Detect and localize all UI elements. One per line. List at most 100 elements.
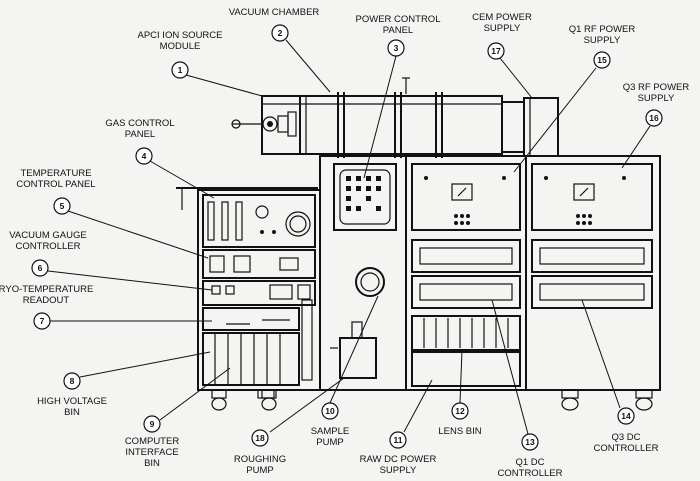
leader-line [491,299,529,435]
callout-label-line: SUPPLY [380,465,417,476]
callout-label-line: MODULE [160,41,201,52]
leader-lines [47,39,651,435]
callout-label-line: SUPPLY [584,35,621,46]
callout-number: 14 [621,411,631,421]
callout-number: 5 [60,201,65,211]
callout-bubble [171,61,189,79]
callout-label-line: PANEL [383,25,413,36]
leader-line [269,377,345,433]
main-cabinet-drawing [257,155,661,411]
callout-14: 14 Q3 DC CONTROLLER [594,407,659,454]
callout-13: 13 Q1 DC CONTROLLER [498,433,563,479]
callout-18: 18 ROUGHING PUMP [234,429,286,476]
callout-bubble [487,42,505,60]
callout-label-line: CONTROLLER [16,241,81,252]
callout-12: 12 LENS BIN [438,402,482,437]
callout-label-line: READOUT [23,295,70,306]
callout-17: 17 CEM POWER SUPPLY [472,12,532,60]
leader-line [185,74,263,97]
callout-bubble [451,402,469,420]
callout-bubble [387,39,405,57]
callout-4: 4 GAS CONTROL PANEL [105,118,175,165]
callout-7: 7 RYO-TEMPERATURE READOUT [0,284,93,330]
callout-9: 9 COMPUTER INTERFACE BIN [125,415,180,469]
vacuum-chamber-drawing [231,77,559,158]
leader-line [47,270,213,291]
callout-number: 16 [649,113,659,123]
callout-label-line: PUMP [246,465,273,476]
callout-16: 16 Q3 RF POWER SUPPLY [623,82,690,127]
callout-8: 8 HIGH VOLTAGE BIN [37,372,107,418]
callout-label-line: SAMPLE [311,426,350,437]
callout-label-line: CONTROLLER [594,443,659,454]
callout-number: 18 [255,433,265,443]
left-console-drawing [176,187,321,411]
callout-label-line: VACUUM CHAMBER [229,7,320,18]
callout-number: 2 [278,28,283,38]
callout-label-line: Q3 DC [611,432,640,443]
callout-number: 11 [394,435,403,445]
equipment-illustration [176,77,661,411]
leader-line [159,367,231,421]
callout-number: 12 [455,406,465,416]
callout-label-line: CONTROL PANEL [16,179,95,190]
callout-label-line: SUPPLY [638,93,675,104]
callout-bubble [389,431,407,449]
callout-label-line: Q1 DC [515,457,544,468]
callout-bubble [135,147,153,165]
callout-11: 11 RAW DC POWER SUPPLY [360,431,437,476]
leader-line [581,299,621,409]
callout-number: 17 [491,46,501,56]
leader-line [513,67,597,173]
callout-label-line: ROUGHING [234,454,286,465]
callout-label-line: LENS BIN [438,426,481,437]
callout-label-line: HIGH VOLTAGE [37,396,107,407]
callout-number: 10 [325,406,335,416]
callout-label-line: RAW DC POWER [360,454,437,465]
callout-number: 7 [40,316,45,326]
callout-bubble [33,312,51,330]
callout-bubble [31,259,49,277]
callout-label-line: TEMPERATURE [20,168,91,179]
leader-line [149,160,215,199]
callout-6: 6 VACUUM GAUGE CONTROLLER [9,230,87,277]
leader-line [459,349,463,404]
leader-line [329,295,379,404]
callout-bubble [617,407,635,425]
callout-5: 5 TEMPERATURE CONTROL PANEL [16,168,96,215]
callout-number: 15 [597,55,607,65]
callout-label-line: APCI ION SOURCE [138,30,223,41]
callout-label-line: CEM POWER [472,12,532,23]
callout-number: 4 [142,151,147,161]
leader-line [79,351,211,378]
callout-label-line: RYO-TEMPERATURE [0,284,93,295]
callout-label-line: VACUUM GAUGE [9,230,86,241]
leader-line [621,125,651,169]
callout-bubble [521,433,539,451]
leader-line [499,57,533,99]
leader-line [285,39,331,93]
callout-label-line: INTERFACE [125,447,178,458]
callout-number: 6 [38,263,43,273]
callout-label-line: POWER CONTROL [356,14,441,25]
callout-10: 10 SAMPLE PUMP [311,402,350,448]
callout-bubble [143,415,161,433]
callout-label-line: Q3 RF POWER [623,82,690,93]
callout-label-line: GAS CONTROL [105,118,174,129]
callout-label-line: CONTROLLER [498,468,563,479]
callout-number: 3 [394,43,399,53]
callout-number: 1 [178,65,183,75]
callout-number: 9 [150,419,155,429]
callout-1: 1 APCI ION SOURCE MODULE [138,30,223,79]
callout-label-line: COMPUTER [125,436,180,447]
callout-bubble [645,109,663,127]
callout-bubble [271,24,289,42]
callout-2: 2 VACUUM CHAMBER [229,7,320,42]
callout-bubble [321,402,339,420]
callout-15: 15 Q1 RF POWER SUPPLY [569,24,636,69]
callout-bubble [63,372,81,390]
callout-label-line: BIN [64,407,80,418]
callout-label-line: Q1 RF POWER [569,24,636,35]
